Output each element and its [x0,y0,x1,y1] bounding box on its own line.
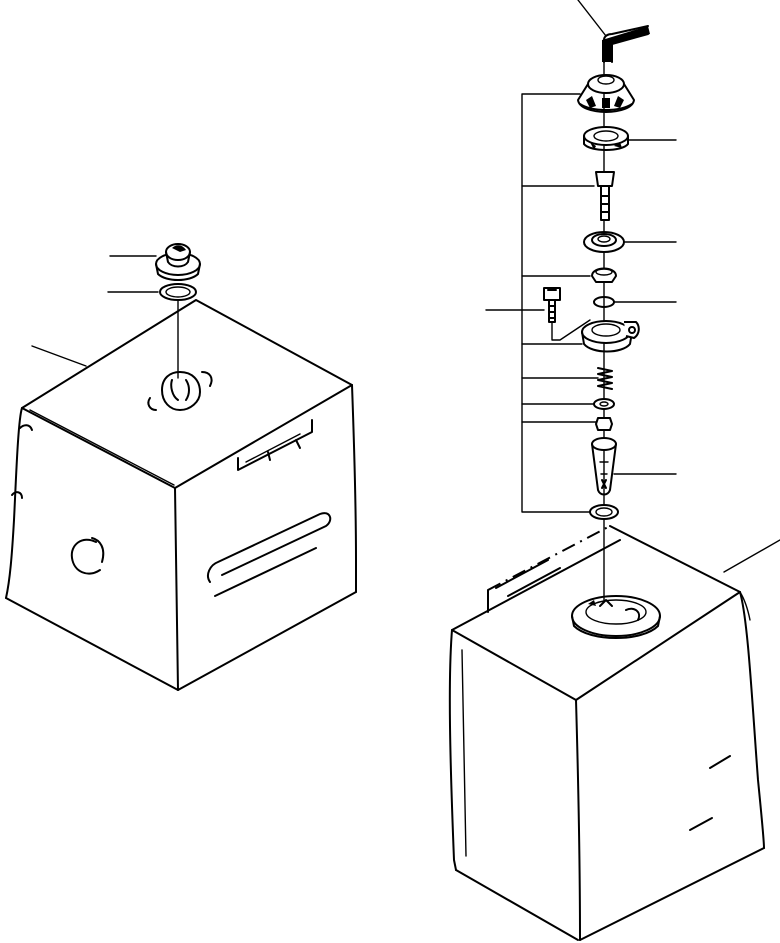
left-tank-body [5,299,357,691]
left-gasket [159,283,197,301]
right-wrench [602,25,650,63]
right-valve [591,267,617,283]
right-seal [583,231,625,253]
right-group-bracket [521,93,599,513]
right-callout-leaders [485,0,780,573]
right-nut [595,417,613,431]
right-bolt [543,287,591,341]
leader-tank [723,539,780,573]
left-cap [155,243,201,281]
right-tank-body [448,525,765,941]
leader-wrench [577,0,607,37]
left-tank-assembly [5,243,357,691]
right-washer [593,398,615,410]
leader-tank [31,345,87,367]
right-cap [577,74,635,113]
right-strainer [591,437,617,496]
right-filler-flange [571,595,661,639]
left-callout-leaders [31,255,159,367]
right-spring [597,367,613,390]
right-flange [581,320,640,353]
right-shaft [595,171,615,221]
right-tank-assembly [448,0,780,941]
right-lock-ring [583,126,629,151]
right-gasket [589,504,619,520]
